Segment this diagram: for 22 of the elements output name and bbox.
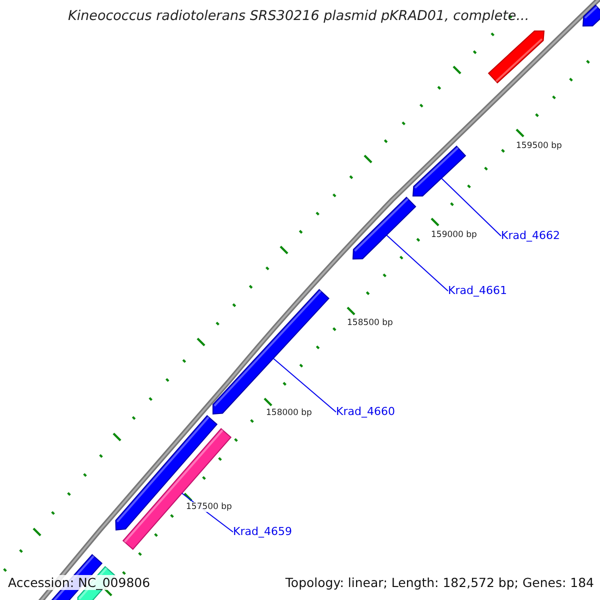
tick-label: 157500 bp — [186, 502, 232, 512]
gene-label: Krad_4660 — [336, 405, 395, 419]
gene-label: Krad_4659 — [233, 525, 292, 539]
gene-feature — [212, 288, 330, 415]
title: Kineococcus radiotolerans SRS30216 plasmid pKRAD01, complete... — [68, 8, 530, 24]
gene-feature — [582, 4, 600, 26]
tick-label: 159000 bp — [431, 230, 477, 240]
gene-label: Krad_4662 — [501, 229, 560, 243]
leader-line — [440, 178, 502, 236]
tick-label: 159500 bp — [516, 141, 562, 151]
tick-label: 158000 bp — [266, 408, 312, 418]
summary-text: Topology: linear; Length: 182,572 bp; Genes: 184 — [285, 575, 594, 590]
leader-line — [386, 234, 448, 292]
accession-text: Accession: NC_009806 — [8, 575, 150, 590]
gene-label: Krad_4661 — [448, 284, 507, 298]
gene-feature — [412, 146, 466, 196]
gene-feature — [488, 30, 545, 84]
leader-line — [272, 358, 336, 412]
gene-feature — [115, 415, 218, 531]
gene-feature — [122, 428, 232, 550]
gene-feature — [352, 196, 416, 260]
tick-label: 158500 bp — [347, 318, 393, 328]
